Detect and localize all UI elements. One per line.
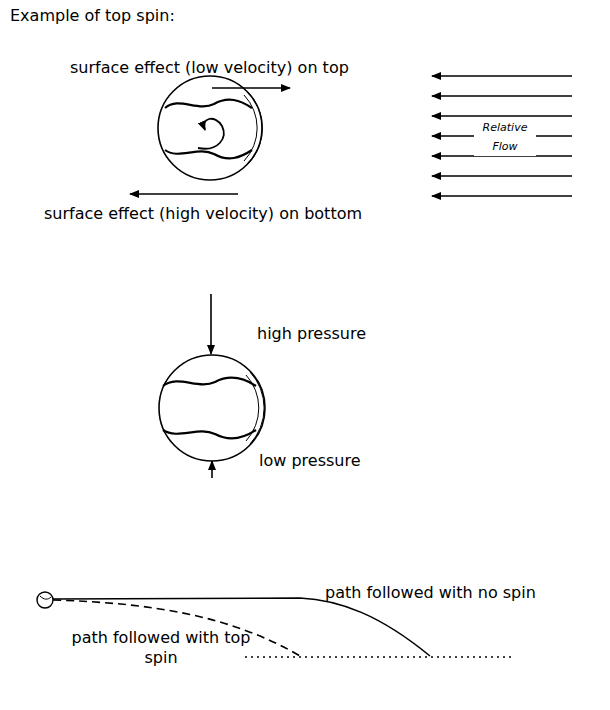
flow-label: Relative Flow	[474, 118, 536, 156]
surface-arrow	[212, 87, 290, 89]
path-label: path followed with top spin	[66, 628, 256, 668]
pressure-label: high pressure	[257, 324, 366, 344]
surface-arrow	[130, 193, 238, 195]
ball	[159, 355, 265, 461]
surface-label: surface effect (high velocity) on bottom	[44, 204, 362, 224]
spinning-ball	[158, 76, 262, 180]
force-arrow	[211, 461, 213, 478]
flow-lines	[432, 76, 572, 196]
path-label: path followed with no spin	[325, 583, 536, 603]
pressure-label: low pressure	[259, 451, 361, 471]
surface-label: surface effect (low velocity) on top	[70, 58, 349, 78]
diagram-title: Example of top spin:	[10, 6, 175, 26]
force-arrow	[210, 294, 212, 354]
